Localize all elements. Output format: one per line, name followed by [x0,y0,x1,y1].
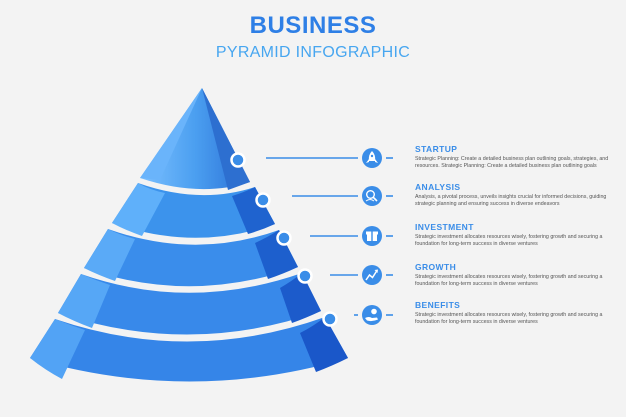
step-startup: STARTUP Strategic Planning: Create a det… [415,144,615,169]
rocket-icon [362,148,382,168]
connector-dot [297,268,313,284]
money-hand-icon [362,305,382,325]
connector-dot [230,152,246,168]
step-investment: INVESTMENT Strategic investment allocate… [415,222,615,247]
growth-chart-icon [362,265,382,285]
magnifier-icon [362,186,382,206]
pyramid-tier-1 [140,88,250,190]
step-title: GROWTH [415,262,457,272]
step-title: ANALYSIS [415,182,461,192]
step-title: STARTUP [415,144,458,154]
connector-dot [322,311,338,327]
step-title: BENEFITS [415,300,461,310]
gift-box-icon [362,226,382,246]
connector-dot [255,192,271,208]
step-description: Strategic Planning: Create a detailed bu… [415,156,609,169]
pyramid-tier-4 [58,273,321,335]
pyramid-tier-5 [30,317,348,382]
step-title: INVESTMENT [415,222,474,232]
pyramid-tier-2 [112,183,275,238]
step-analysis: ANALYSIS Analysis, a pivotal process, un… [415,182,615,207]
connector-dot [276,230,292,246]
pyramid-tier-3 [84,229,298,287]
step-growth: GROWTH Strategic investment allocates re… [415,262,615,287]
step-description: Strategic investment allocates resources… [415,234,603,247]
step-benefits: BENEFITS Strategic investment allocates … [415,300,615,325]
page-subtitle: PYRAMID INFOGRAPHIC [215,44,411,61]
step-description: Strategic investment allocates resources… [415,274,603,287]
step-description: Strategic investment allocates resources… [415,312,603,325]
page-title: BUSINESS [249,12,377,39]
step-description: Analysis, a pivotal process, unveils ins… [415,194,607,207]
